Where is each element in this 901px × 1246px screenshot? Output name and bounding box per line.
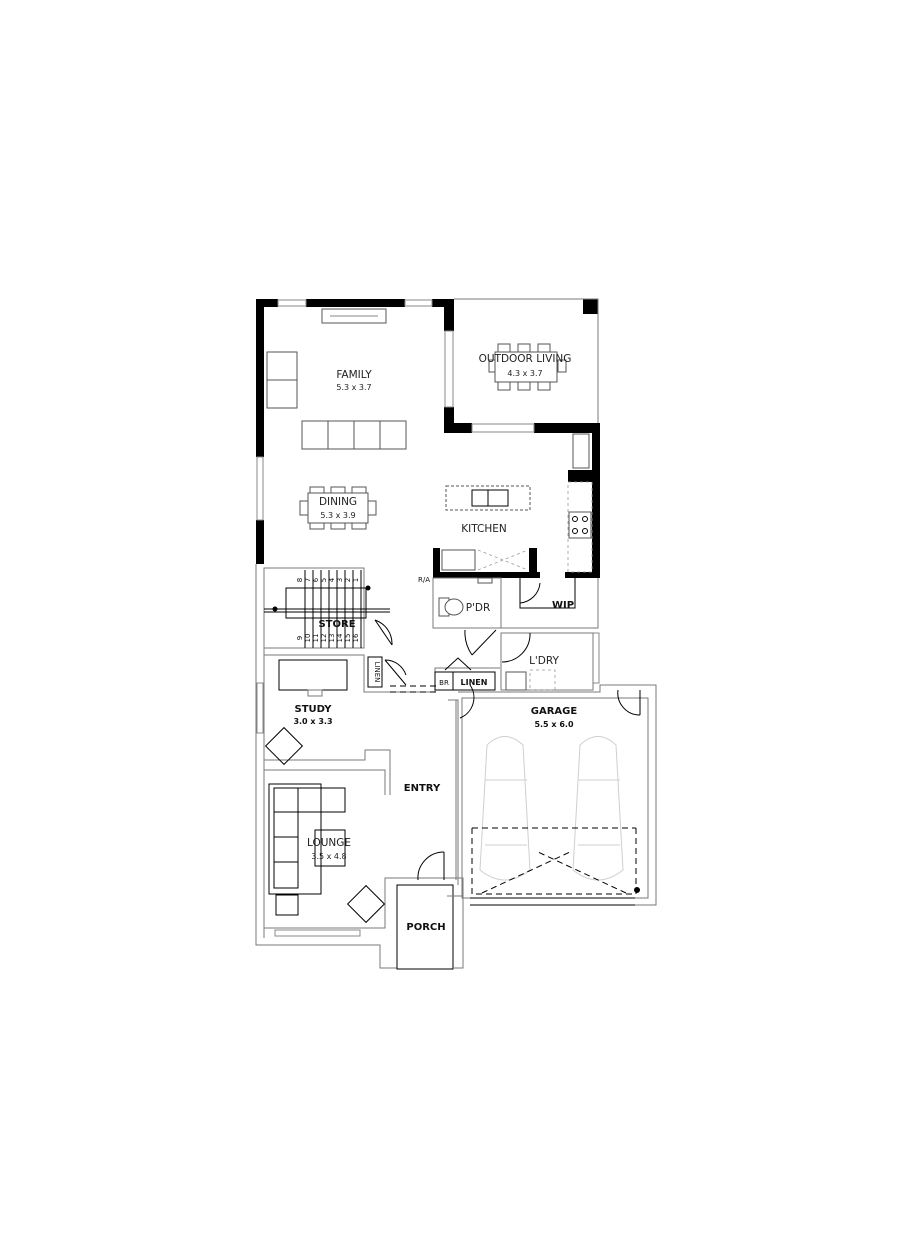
- label-pdr: P'DR: [466, 602, 491, 614]
- label-linen: LINEN: [461, 678, 488, 687]
- stair-number: 14: [336, 633, 344, 642]
- stair-number: 16: [352, 633, 360, 642]
- exterior-walls: [256, 299, 600, 578]
- room-labels: FAMILY 5.3 x 3.7 OUTDOOR LIVING 4.3 x 3.…: [293, 353, 577, 933]
- stair-number: 5: [320, 578, 328, 582]
- stair-number: 13: [328, 634, 336, 643]
- furniture: [264, 308, 593, 924]
- stair-number: 6: [312, 577, 320, 582]
- stair-number: 15: [344, 634, 352, 643]
- stair-number: 2: [344, 578, 352, 582]
- dims-study: 3.0 x 3.3: [293, 717, 332, 726]
- dims-garage: 5.5 x 6.0: [534, 720, 574, 729]
- label-linen-vertical: LINEN: [373, 662, 381, 683]
- label-store: STORE: [318, 619, 355, 630]
- stair-number: 8: [296, 578, 304, 582]
- stair-number: 3: [336, 578, 344, 582]
- stair-number: 11: [312, 634, 320, 643]
- label-garage: GARAGE: [531, 706, 578, 717]
- dims-lounge: 3.5 x 4.8: [311, 852, 346, 861]
- stair-number: 4: [328, 577, 336, 582]
- dims-outdoor-living: 4.3 x 3.7: [507, 369, 542, 378]
- label-entry: ENTRY: [404, 783, 441, 794]
- stair-number: 10: [304, 634, 312, 643]
- doors: [374, 582, 641, 881]
- dims-dining: 5.3 x 3.9: [320, 511, 355, 520]
- label-outdoor-living: OUTDOOR LIVING: [479, 353, 572, 365]
- label-family: FAMILY: [336, 369, 372, 381]
- stair-number: 1: [352, 578, 360, 582]
- label-wip: WIP: [552, 600, 574, 611]
- windows: [256, 299, 600, 937]
- stair-number: 7: [304, 578, 312, 582]
- label-dining: DINING: [319, 496, 357, 508]
- label-br: BR: [439, 679, 449, 687]
- label-ldry: L'DRY: [529, 655, 559, 667]
- garage-cars: [471, 736, 640, 895]
- label-study: STUDY: [295, 704, 333, 715]
- label-lounge: LOUNGE: [307, 837, 351, 849]
- interior-walls: [255, 298, 657, 970]
- label-ra: R/A: [418, 576, 430, 584]
- stair-number: 9: [296, 636, 304, 640]
- label-kitchen: KITCHEN: [461, 523, 507, 535]
- dims-family: 5.3 x 3.7: [336, 383, 371, 392]
- label-porch: PORCH: [406, 922, 445, 933]
- stair-number: 12: [320, 634, 328, 643]
